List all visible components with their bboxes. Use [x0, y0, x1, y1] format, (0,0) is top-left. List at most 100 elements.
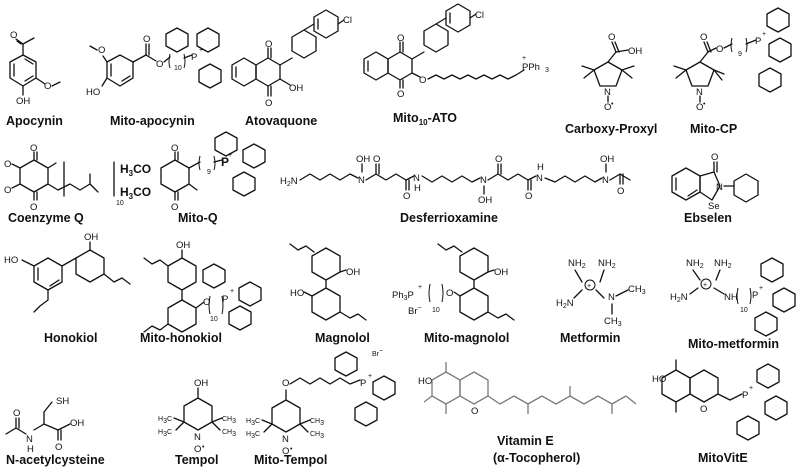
label-carboxy-proxyl: Carboxy-Proxyl: [565, 122, 657, 136]
mito-tempol-o: O: [282, 378, 289, 389]
atovaquone-cl: Cl: [343, 15, 352, 26]
label-n-acetylcysteine: N-acetylcysteine: [6, 453, 105, 467]
mito-cp-o2: O: [716, 44, 723, 55]
dfo-o5: O: [617, 186, 624, 197]
mito-honokiol-plus: +: [230, 288, 234, 295]
label-honokiol: Honokiol: [44, 331, 97, 345]
structure-apocynin: O O OH Apocynin: [6, 30, 63, 128]
metformin-ch3-a: CH3: [628, 284, 646, 296]
tempol-dot: •: [202, 444, 205, 451]
dfo-nh2: N: [536, 173, 543, 184]
honokiol-ho: HO: [4, 255, 18, 266]
label-metformin: Metformin: [560, 331, 620, 345]
mito-q-h3co-bot: H3CO: [120, 185, 151, 201]
structure-mito10-ato: O O O PPh 3 + Cl Mito10-ATO: [363, 3, 549, 127]
mito-apocynin-o: O: [98, 45, 105, 56]
mito-tempol-br: Br−: [372, 348, 383, 358]
mito-ato-o1: O: [397, 33, 404, 44]
mito-q-o2: O: [171, 202, 178, 213]
structure-mito-q: O O H3CO H3CO 9 P + Mito-Q: [120, 131, 266, 225]
dfo-h1: H: [414, 183, 421, 194]
mito-met-p: P: [752, 290, 758, 301]
mito-q-chain: 9: [207, 169, 211, 176]
structure-mito-magnolol: OH O 10 Ph3P + Br− Mito-magnolol: [392, 243, 515, 345]
apocynin-o: O: [10, 30, 17, 41]
label-vitamin-e: Vitamin E: [497, 434, 554, 448]
dfo-h2n: H2N: [280, 176, 298, 188]
mito-tempol-h3c-a: H3C: [246, 418, 260, 427]
structure-atovaquone: O O OH Cl Atovaquone: [231, 9, 352, 128]
carboxy-proxyl-n: N: [604, 87, 611, 98]
mito-tempol-plus: +: [368, 373, 372, 380]
structure-vitamin-e: HO O Vitamin E (α-Tocopherol): [418, 362, 637, 465]
mito-ato-o2: O: [397, 89, 404, 100]
mito-cp-o1: O: [700, 32, 707, 43]
metformin-plus: +: [587, 283, 591, 290]
label-mito-q: Mito-Q: [178, 211, 218, 225]
vite-ho: HO: [418, 376, 432, 387]
mitovite-p: P: [742, 390, 748, 401]
atovaquone-oh: OH: [289, 83, 303, 94]
mitovite-ho: HO: [652, 374, 666, 385]
mito-magnolol-o: O: [446, 288, 453, 299]
mito-magnolol-br: Br−: [408, 305, 422, 317]
dfo-n1: N: [358, 175, 365, 186]
structure-carboxy-proxyl: O OH N O • Carboxy-Proxyl: [565, 32, 657, 136]
mito-met-chain: 10: [740, 307, 748, 314]
nac-h: H: [27, 444, 34, 455]
tempol-oh: OH: [194, 378, 208, 389]
structure-n-acetylcysteine: SH O OH N H O N-acetylcysteine: [5, 396, 105, 467]
mito-q-h3co-top: H3CO: [120, 162, 151, 178]
label-tempol: Tempol: [175, 453, 219, 467]
mito-met-nh: NH: [724, 292, 738, 303]
nac-sh: SH: [56, 396, 69, 407]
ebselen-se: Se: [708, 201, 720, 212]
mitovite-o: O: [700, 404, 707, 415]
label-atovaquone: Atovaquone: [245, 114, 317, 128]
coq-o4: O: [4, 185, 11, 196]
mito-honokiol-oh: OH: [176, 240, 190, 251]
tempol-ch3-b: CH3: [222, 429, 236, 438]
label-mitovite: MitoVitE: [698, 451, 748, 465]
dfo-h2: H: [537, 162, 544, 173]
label-apocynin: Apocynin: [6, 114, 63, 128]
apocynin-oh: OH: [16, 96, 30, 107]
mito-apocynin-p: P: [191, 52, 197, 63]
metformin-nh2-b: NH2: [598, 258, 616, 270]
mito-ato-plus: +: [522, 55, 526, 62]
mito-tempol-o-rad: O: [282, 446, 289, 457]
carboxy-proxyl-dot: •: [611, 101, 614, 108]
carboxy-proxyl-oh: OH: [628, 46, 642, 57]
mito-tempol-ch3-b: CH3: [310, 431, 324, 440]
nac-n: N: [26, 434, 33, 445]
mito-cp-p: P: [755, 36, 761, 47]
dfo-oh1: OH: [356, 154, 370, 165]
label-mito-honokiol: Mito-honokiol: [140, 331, 222, 345]
mito-magnolol-oh: OH: [494, 267, 508, 278]
dfo-o1: O: [373, 154, 380, 165]
mito-magnolol-plus: +: [418, 284, 422, 291]
mito-met-h2n: H2N: [670, 292, 688, 304]
tempol-h3c-a: H3C: [158, 416, 172, 425]
label-desferrioxamine: Desferrioxamine: [400, 211, 498, 225]
mito-ato-pph3: PPh: [522, 62, 540, 73]
mito-apocynin-chain: 10: [174, 65, 182, 72]
mito-magnolol-chain: 10: [432, 307, 440, 314]
coq-o1: O: [30, 143, 37, 154]
nac-oh: OH: [70, 418, 84, 429]
atovaquone-o2: O: [265, 98, 272, 109]
mito-magnolol-ph3p: Ph3P: [392, 290, 414, 302]
mito-met-plus2: +: [759, 285, 763, 292]
metformin-n: N: [608, 292, 615, 303]
mito-cp-chain: 9: [738, 51, 742, 58]
ebselen-o: O: [711, 152, 718, 163]
label-mito-tempol: Mito-Tempol: [254, 453, 327, 467]
tempol-ch3-a: CH3: [222, 416, 236, 425]
mito-ato-cl: Cl: [475, 10, 484, 21]
magnolol-ho: HO: [290, 288, 304, 299]
label-mito-magnolol: Mito-magnolol: [424, 331, 509, 345]
mito-ato-o3: O: [419, 75, 426, 86]
mito-apocynin-o4: O: [156, 59, 163, 70]
mito-met-plus1: +: [703, 282, 707, 289]
